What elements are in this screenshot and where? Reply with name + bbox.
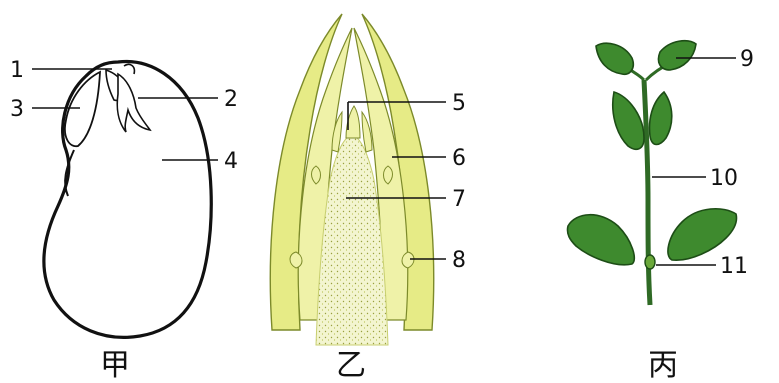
bud-figure xyxy=(270,14,433,345)
shoot-leaf-top-left xyxy=(596,43,633,74)
label-3: 3 xyxy=(10,97,24,122)
caption-bing: 丙 xyxy=(648,348,678,383)
shoot-leaf-top-right xyxy=(658,41,696,70)
label-2: 2 xyxy=(224,87,238,112)
label-1: 1 xyxy=(10,58,24,83)
label-6: 6 xyxy=(452,146,466,171)
seed-figure xyxy=(44,61,211,337)
label-4: 4 xyxy=(224,149,238,174)
label-10: 10 xyxy=(710,166,738,191)
label-7: 7 xyxy=(452,187,466,212)
shoot-leaf-middle-right xyxy=(650,92,672,145)
label-9: 9 xyxy=(740,47,754,72)
label-11: 11 xyxy=(720,254,748,279)
shoot-leaf-middle-left xyxy=(613,92,644,149)
caption-yi: 乙 xyxy=(336,348,366,383)
shoot-leaf-bottom-right xyxy=(668,209,737,260)
shoot-leaf-bottom-left xyxy=(567,215,634,265)
label-5: 5 xyxy=(452,91,466,116)
shoot-stem xyxy=(644,80,650,305)
caption-jia: 甲 xyxy=(100,348,130,383)
label-8: 8 xyxy=(452,248,466,273)
shoot-axillary-bud xyxy=(645,255,655,269)
